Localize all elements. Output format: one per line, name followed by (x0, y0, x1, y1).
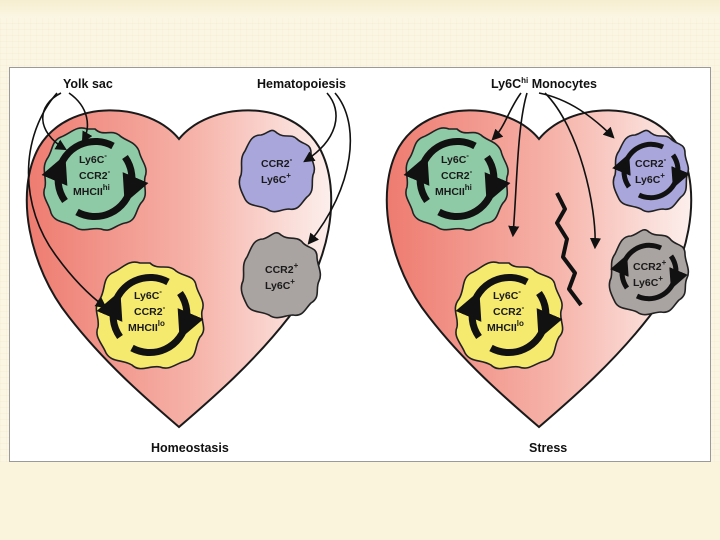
left-purple-line1: CCR2- (261, 155, 293, 170)
right-purple-line1: CCR2- (635, 155, 667, 170)
left-purple-cell: CCR2- Ly6C+ (239, 130, 314, 211)
left-yellow-cell: Ly6C- CCR2- MHCIIlo (96, 262, 203, 369)
right-green-line2: CCR2- (441, 167, 473, 182)
left-yellow-line2: CCR2- (134, 303, 166, 318)
right-green-line1: Ly6C- (441, 151, 469, 166)
diagram-canvas: Ly6C- CCR2- MHCIIhi Ly6C- CCR2- MHCIIlo … (9, 67, 711, 462)
right-caption-stress: Stress (529, 441, 567, 455)
right-yellow-line2: CCR2- (493, 303, 525, 318)
left-caption-homeostasis: Homeostasis (151, 441, 229, 455)
left-label-hematopoiesis: Hematopoiesis (257, 77, 346, 91)
left-green-line1: Ly6C- (79, 151, 107, 166)
left-heart-panel: Ly6C- CCR2- MHCIIhi Ly6C- CCR2- MHCIIlo … (27, 77, 351, 455)
top-band (0, 0, 720, 18)
right-yellow-cell: Ly6C- CCR2- MHCIIlo (455, 262, 562, 369)
right-gray-line1: CCR2+ (633, 258, 667, 273)
right-purple-cell: CCR2- Ly6C+ (613, 130, 688, 211)
left-yellow-line1: Ly6C- (134, 287, 162, 302)
right-label-monocytes: Ly6Chi Monocytes (491, 76, 597, 91)
left-green-line2: CCR2- (79, 167, 111, 182)
right-yellow-line1: Ly6C- (493, 287, 521, 302)
right-heart-panel: Ly6C- CCR2- MHCIIhi Ly6C- CCR2- MHCIIlo … (387, 76, 691, 455)
bottom-band (0, 462, 720, 540)
right-green-cell: Ly6C- CCR2- MHCIIhi (406, 128, 508, 230)
left-label-yolk-sac: Yolk sac (63, 77, 113, 91)
left-gray-line1: CCR2+ (265, 261, 299, 276)
left-green-cell: Ly6C- CCR2- MHCIIhi (44, 128, 146, 230)
